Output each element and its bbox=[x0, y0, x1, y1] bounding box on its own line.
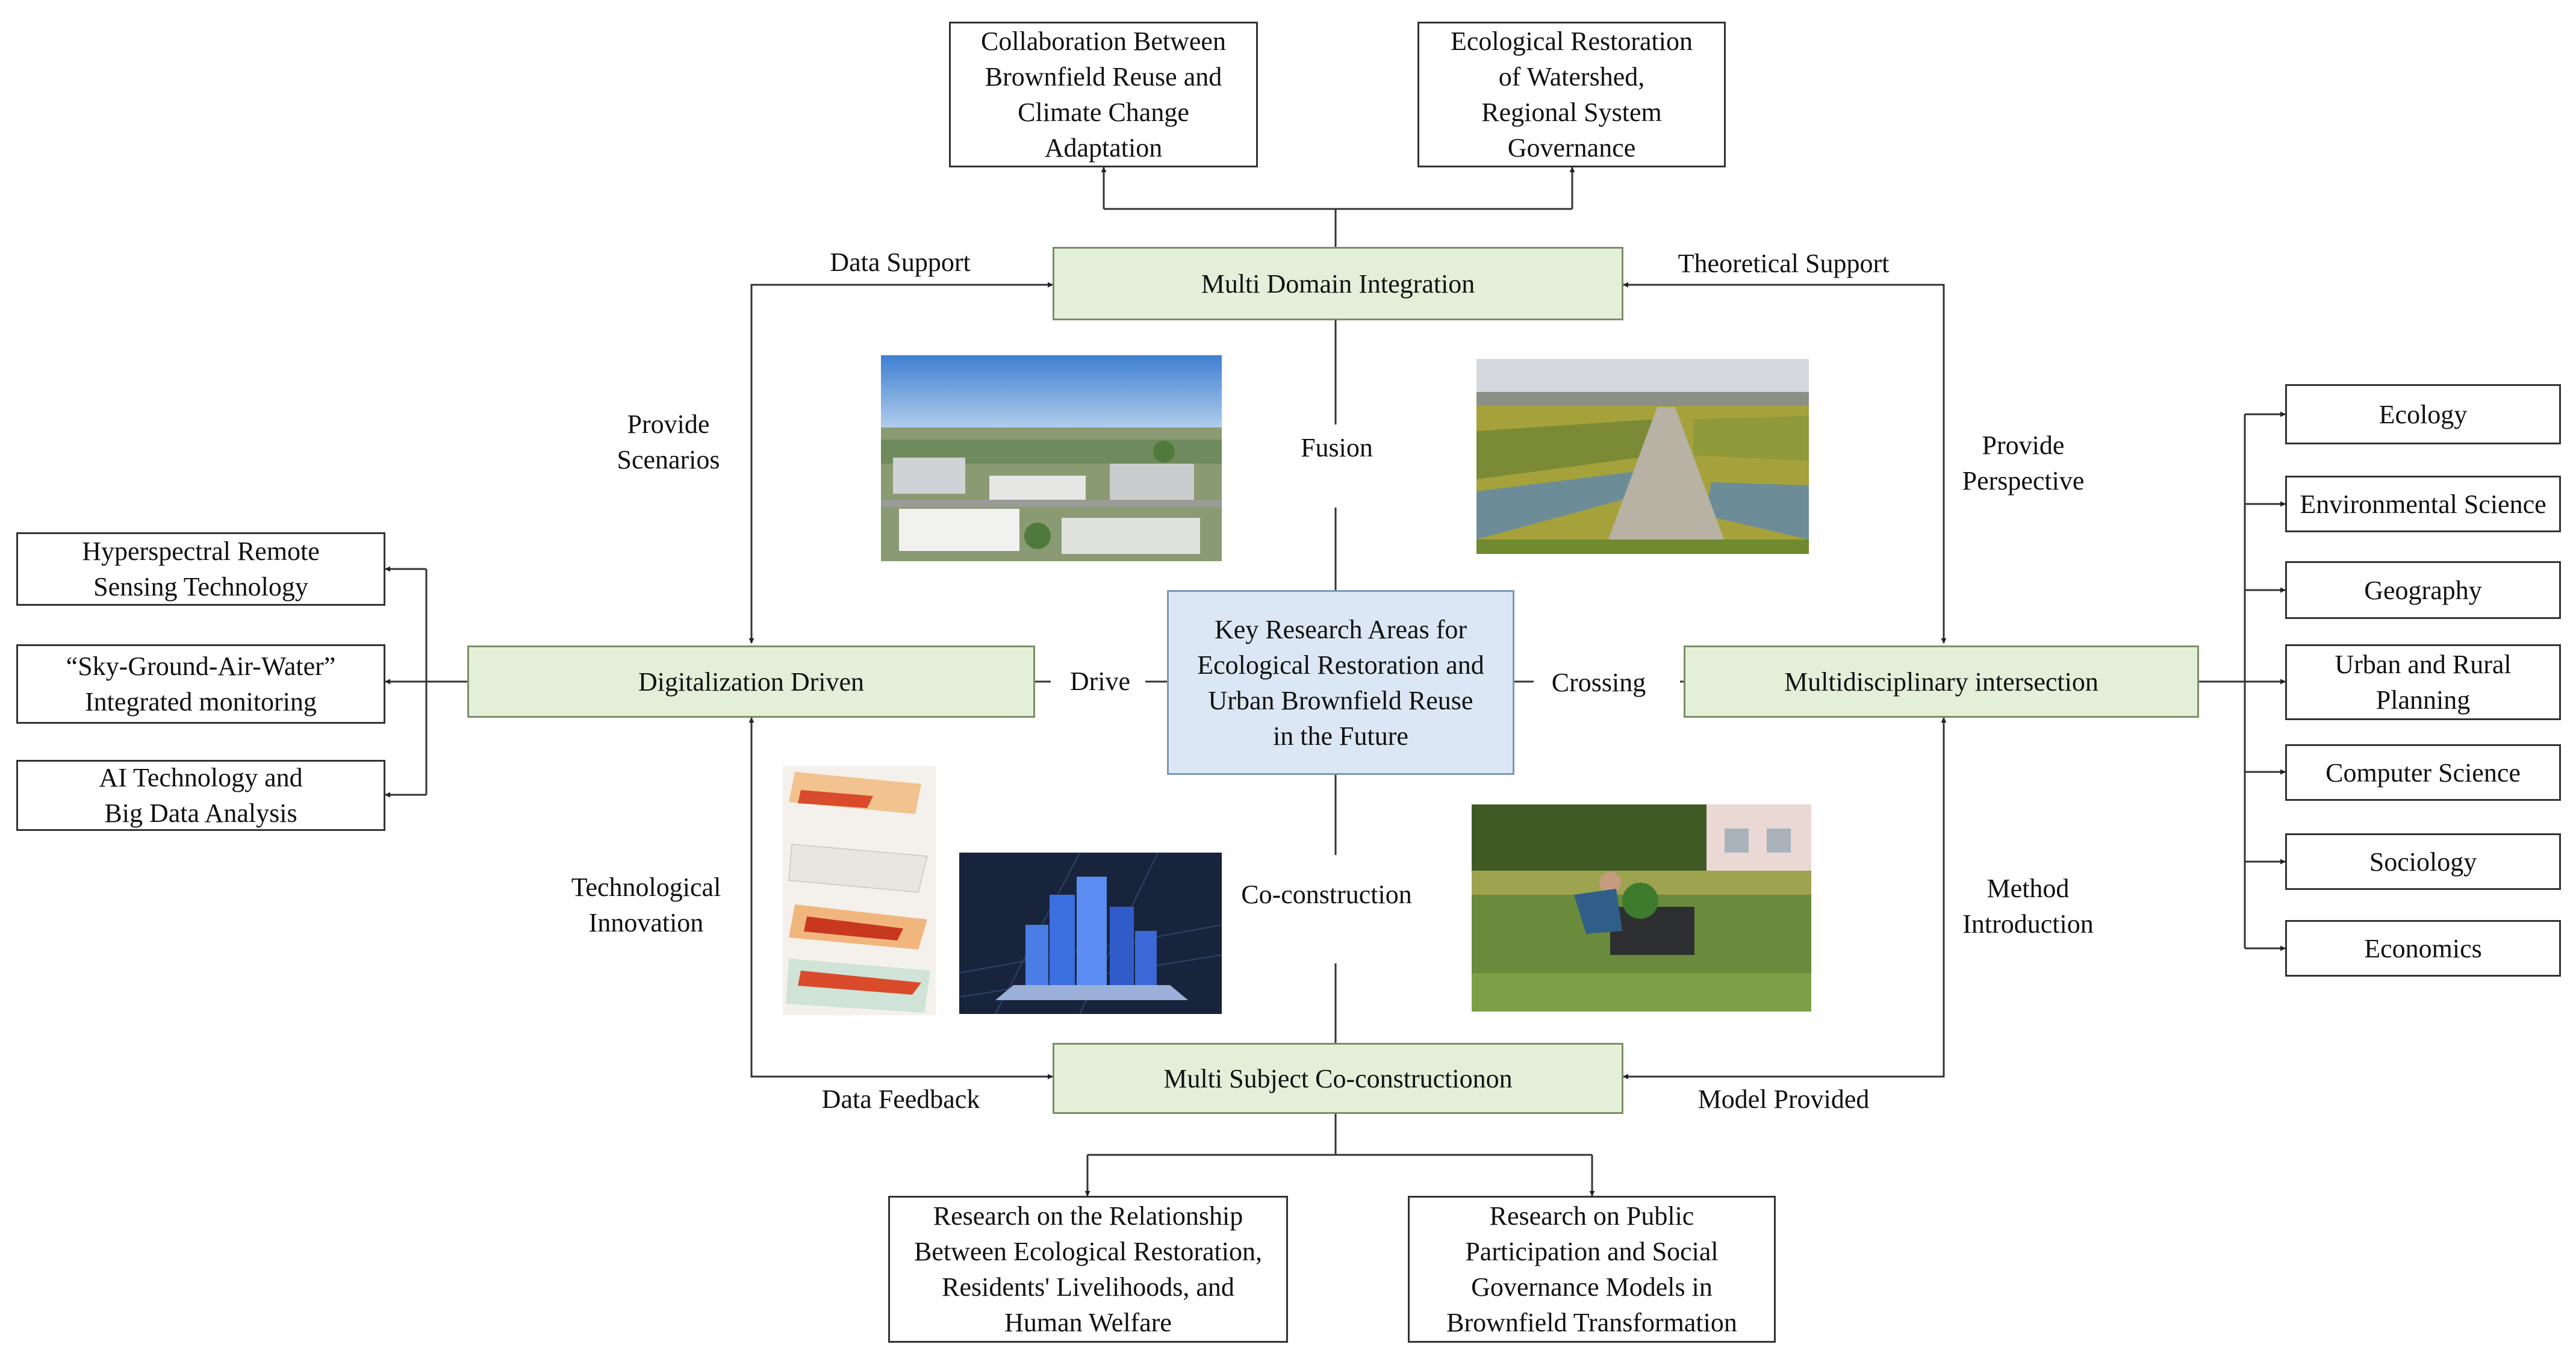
photo-layered-map-diagram bbox=[783, 766, 936, 1015]
label-co-construction: Co-construction bbox=[1241, 880, 1412, 909]
label-data-feedback: Data Feedback bbox=[821, 1084, 980, 1114]
center-key-research-areas: Key Research Areas for Ecological Restor… bbox=[1167, 590, 1514, 775]
label-model-provided: Model Provided bbox=[1697, 1084, 1870, 1114]
hub-multi-domain-integration: Multi Domain Integration bbox=[1053, 247, 1623, 320]
box-residents-welfare: Research on the Relationship Between Eco… bbox=[888, 1196, 1288, 1343]
box-integrated-monitoring: “Sky-Ground-Air-Water” Integrated monito… bbox=[16, 644, 385, 724]
label-data-support: Data Support bbox=[830, 247, 971, 277]
box-economics: Economics bbox=[2285, 920, 2561, 977]
box-public-participation: Research on Public Participation and Soc… bbox=[1408, 1196, 1776, 1343]
box-ai-big-data: AI Technology and Big Data Analysis bbox=[16, 760, 385, 831]
hub-digitalization-driven: Digitalization Driven bbox=[467, 645, 1035, 718]
box-climate-adaptation: Collaboration Between Brownfield Reuse a… bbox=[949, 22, 1258, 167]
label-theoretical-support: Theoretical Support bbox=[1678, 249, 1890, 278]
box-hyperspectral: Hyperspectral Remote Sensing Technology bbox=[16, 532, 385, 606]
label-crossing: Crossing bbox=[1551, 668, 1646, 697]
box-ecology: Ecology bbox=[2285, 384, 2561, 444]
box-computer-science: Computer Science bbox=[2285, 744, 2561, 801]
box-geography: Geography bbox=[2285, 561, 2561, 619]
label-fusion: Fusion bbox=[1301, 433, 1373, 462]
hub-multidisciplinary-intersection: Multidisciplinary intersection bbox=[1684, 645, 2199, 718]
label-drive: Drive bbox=[1069, 667, 1131, 696]
box-urban-rural-planning: Urban and Rural Planning bbox=[2285, 644, 2561, 720]
label-provide-perspective: Provide Perspective bbox=[1962, 431, 2085, 496]
label-method-introduction: Method Introduction bbox=[1962, 874, 2094, 939]
photo-digital-city-model bbox=[959, 853, 1222, 1014]
photo-city-aerial bbox=[881, 355, 1222, 561]
box-sociology: Sociology bbox=[2285, 833, 2561, 890]
label-provide-scenarios: Provide Scenarios bbox=[617, 409, 720, 474]
box-environmental-science: Environmental Science bbox=[2285, 476, 2561, 532]
box-watershed-governance: Ecological Restoration of Watershed, Reg… bbox=[1417, 22, 1726, 167]
hub-multi-subject-coconstruction: Multi Subject Co-constructionon bbox=[1053, 1043, 1623, 1114]
photo-community-garden bbox=[1472, 804, 1811, 1012]
label-technological-innovation: Technological Innovation bbox=[571, 872, 721, 938]
photo-rice-fields-canal bbox=[1476, 359, 1809, 554]
